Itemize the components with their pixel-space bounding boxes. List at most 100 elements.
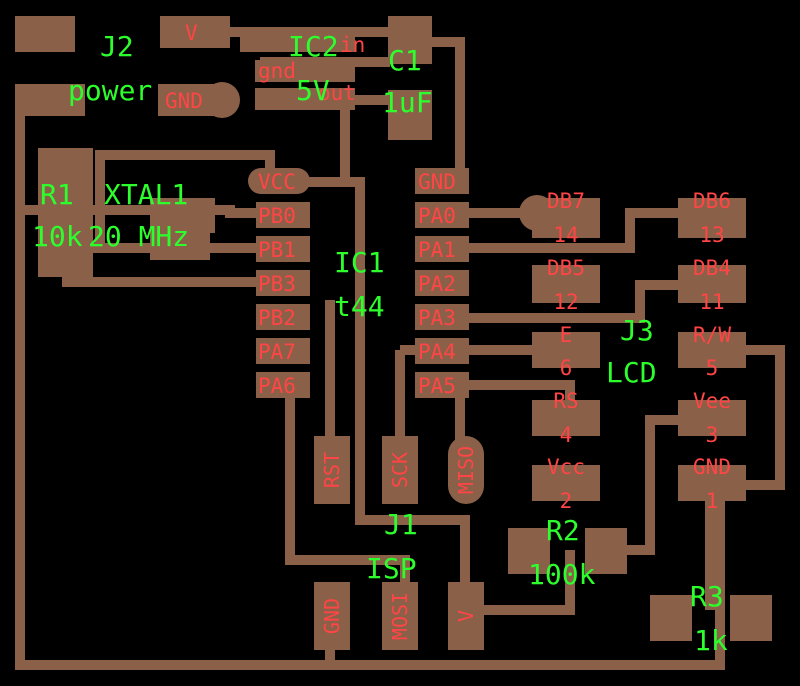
j3-pin-vee: Vee bbox=[693, 389, 731, 413]
j3-pad-db5 bbox=[532, 265, 600, 303]
ic1-pad-gnd bbox=[415, 168, 469, 194]
r3-ref: R3 bbox=[690, 580, 724, 613]
j1-pin-mosi: MOSI bbox=[388, 592, 412, 640]
r2-pad-1 bbox=[508, 528, 550, 574]
ic1-pad-pa2 bbox=[415, 270, 469, 296]
j3-pin-vcc-num: 2 bbox=[560, 489, 573, 513]
ic2-ref: IC2 bbox=[288, 30, 339, 63]
ic2-pin-out: out bbox=[318, 81, 356, 105]
j3-pad-db6 bbox=[678, 198, 746, 238]
j1-pad-sck bbox=[382, 436, 418, 504]
ic1-pin-pb3: PB3 bbox=[258, 272, 296, 296]
ic2-pad-out bbox=[255, 88, 355, 110]
c1-pad-1 bbox=[388, 16, 432, 64]
c1-pad-2 bbox=[388, 90, 432, 140]
j3-pin-gnd: GND bbox=[693, 455, 731, 479]
ic1-pad-pa3 bbox=[415, 304, 469, 330]
j1-pin-gnd: GND bbox=[320, 598, 344, 634]
r2-pad-2 bbox=[585, 528, 627, 574]
ic1-pad-pa1 bbox=[415, 236, 469, 262]
j2-pin-v: V bbox=[185, 21, 198, 45]
j3-pads bbox=[519, 195, 746, 501]
ic2-pin-gnd: gnd bbox=[258, 59, 296, 83]
j2-value: power bbox=[68, 74, 152, 107]
ic1-pin-pa5: PA5 bbox=[418, 374, 456, 398]
j2-ref: J2 bbox=[100, 30, 134, 63]
ic1-pad-pb3 bbox=[256, 270, 310, 296]
j3-pad-db7-round bbox=[519, 195, 555, 231]
j1-pad-gnd bbox=[314, 582, 350, 650]
j1-pads bbox=[314, 436, 484, 650]
j3-pad-e bbox=[532, 332, 600, 368]
j3-pin-vcc: Vcc bbox=[547, 455, 585, 479]
r2-value: 100k bbox=[528, 558, 596, 591]
ic1-pad-pa5 bbox=[415, 372, 469, 398]
xtal1-ref: XTAL1 bbox=[104, 178, 188, 211]
j3-value: LCD bbox=[606, 356, 657, 389]
ic2-pad-in bbox=[240, 30, 355, 52]
xtal1-value: 20 MHz bbox=[88, 220, 189, 253]
ic1-pin-pa2: PA2 bbox=[418, 272, 456, 296]
ic1-pin-pa7: PA7 bbox=[258, 340, 296, 364]
ic1-pin-pb1: PB1 bbox=[258, 238, 296, 262]
j3-pin-db6-num: 13 bbox=[699, 223, 724, 247]
c1-ref: C1 bbox=[388, 44, 422, 77]
ic1-pin-pb0: PB0 bbox=[258, 204, 296, 228]
ic1-pad-pb0 bbox=[256, 202, 310, 228]
j3-pad-rs bbox=[532, 400, 600, 436]
ic1-right-pads bbox=[415, 168, 469, 398]
r2-ref: R2 bbox=[546, 514, 580, 547]
j1-value: ISP bbox=[366, 552, 417, 585]
j3-pin-e-num: 6 bbox=[560, 356, 573, 380]
j3-ref: J3 bbox=[620, 314, 654, 347]
ic1-pad-pb1 bbox=[256, 236, 310, 262]
j3-pad-rw bbox=[678, 332, 746, 368]
j3-pin-db5-num: 12 bbox=[553, 290, 578, 314]
ic1-pin-pb2: PB2 bbox=[258, 306, 296, 330]
ic1-pin-pa4: PA4 bbox=[418, 340, 456, 364]
j3-pin-db7-num: 14 bbox=[553, 223, 578, 247]
ic1-pad-pa6 bbox=[256, 372, 310, 398]
xtal1-pad-2 bbox=[150, 228, 210, 260]
j3-pin-gnd-num: 1 bbox=[706, 489, 719, 513]
r1-pad-1 bbox=[38, 148, 93, 218]
j1-pad-v bbox=[448, 582, 484, 650]
j1-pad-rst bbox=[314, 436, 350, 504]
ic1-pin-pa1: PA1 bbox=[418, 238, 456, 262]
r1-ref: R1 bbox=[40, 178, 74, 211]
ic1-pin-gnd: GND bbox=[418, 170, 456, 194]
c1-value: 1uF bbox=[382, 86, 433, 119]
r1-value: 10k bbox=[32, 220, 83, 253]
r3-value: 1k bbox=[694, 624, 728, 657]
j2-pad-1 bbox=[15, 16, 75, 52]
j3-pin-db5: DB5 bbox=[547, 256, 585, 280]
ic1-pin-pa0: PA0 bbox=[418, 204, 456, 228]
ic1-value: t44 bbox=[334, 290, 385, 323]
ic1-pad-pa7 bbox=[256, 338, 310, 364]
j1-pin-miso: MISO bbox=[454, 446, 478, 494]
pin-labels: V GND in gnd out VCC PB0 PB1 PB3 PB2 PA7… bbox=[165, 21, 731, 640]
ic1-pad-pb2 bbox=[256, 304, 310, 330]
j3-pin-db4-num: 11 bbox=[699, 290, 724, 314]
j3-pad-db4 bbox=[678, 265, 746, 303]
j1-pad-mosi bbox=[382, 582, 418, 650]
ic1-left-pads bbox=[248, 168, 310, 398]
ic2-pin-in: in bbox=[340, 33, 365, 57]
j3-pin-db4: DB4 bbox=[693, 256, 731, 280]
ic1-pad-pa4 bbox=[415, 338, 469, 364]
j1-pin-v: V bbox=[454, 610, 478, 622]
j3-pin-rw: R/W bbox=[693, 323, 731, 347]
r3-pad-2 bbox=[730, 595, 772, 641]
ic1-ref: IC1 bbox=[334, 246, 385, 279]
j3-pin-db7: DB7 bbox=[547, 189, 585, 213]
j2-pad-gnd-round bbox=[204, 82, 240, 118]
j3-pin-rs: RS bbox=[553, 389, 578, 413]
j2-pin-gnd: GND bbox=[165, 89, 203, 113]
ic2-pad-gnd bbox=[255, 60, 355, 82]
r3-pad-1 bbox=[650, 595, 692, 641]
j1-ref: J1 bbox=[384, 508, 418, 541]
ic1-pad-vcc bbox=[248, 168, 310, 194]
ic2-value: 5V bbox=[296, 74, 330, 107]
j3-pin-e: E bbox=[560, 323, 573, 347]
